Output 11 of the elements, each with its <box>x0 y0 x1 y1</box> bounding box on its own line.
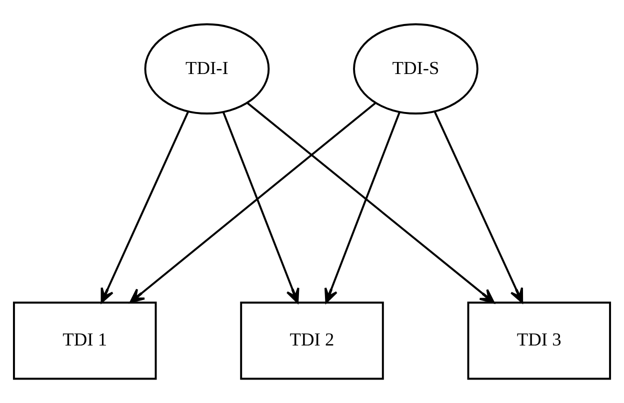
node-box: TDI 3 <box>467 302 612 380</box>
arrow <box>222 112 300 304</box>
node-box: TDI 1 <box>12 302 157 380</box>
arrow <box>324 112 400 304</box>
arrow <box>100 111 190 304</box>
node-box: TDI 2 <box>240 302 384 380</box>
arrow <box>246 102 495 304</box>
node-ellipse: TDI-S <box>353 23 478 115</box>
arrow <box>434 111 524 304</box>
arrow <box>130 102 376 304</box>
node-ellipse: TDI-I <box>144 23 270 115</box>
